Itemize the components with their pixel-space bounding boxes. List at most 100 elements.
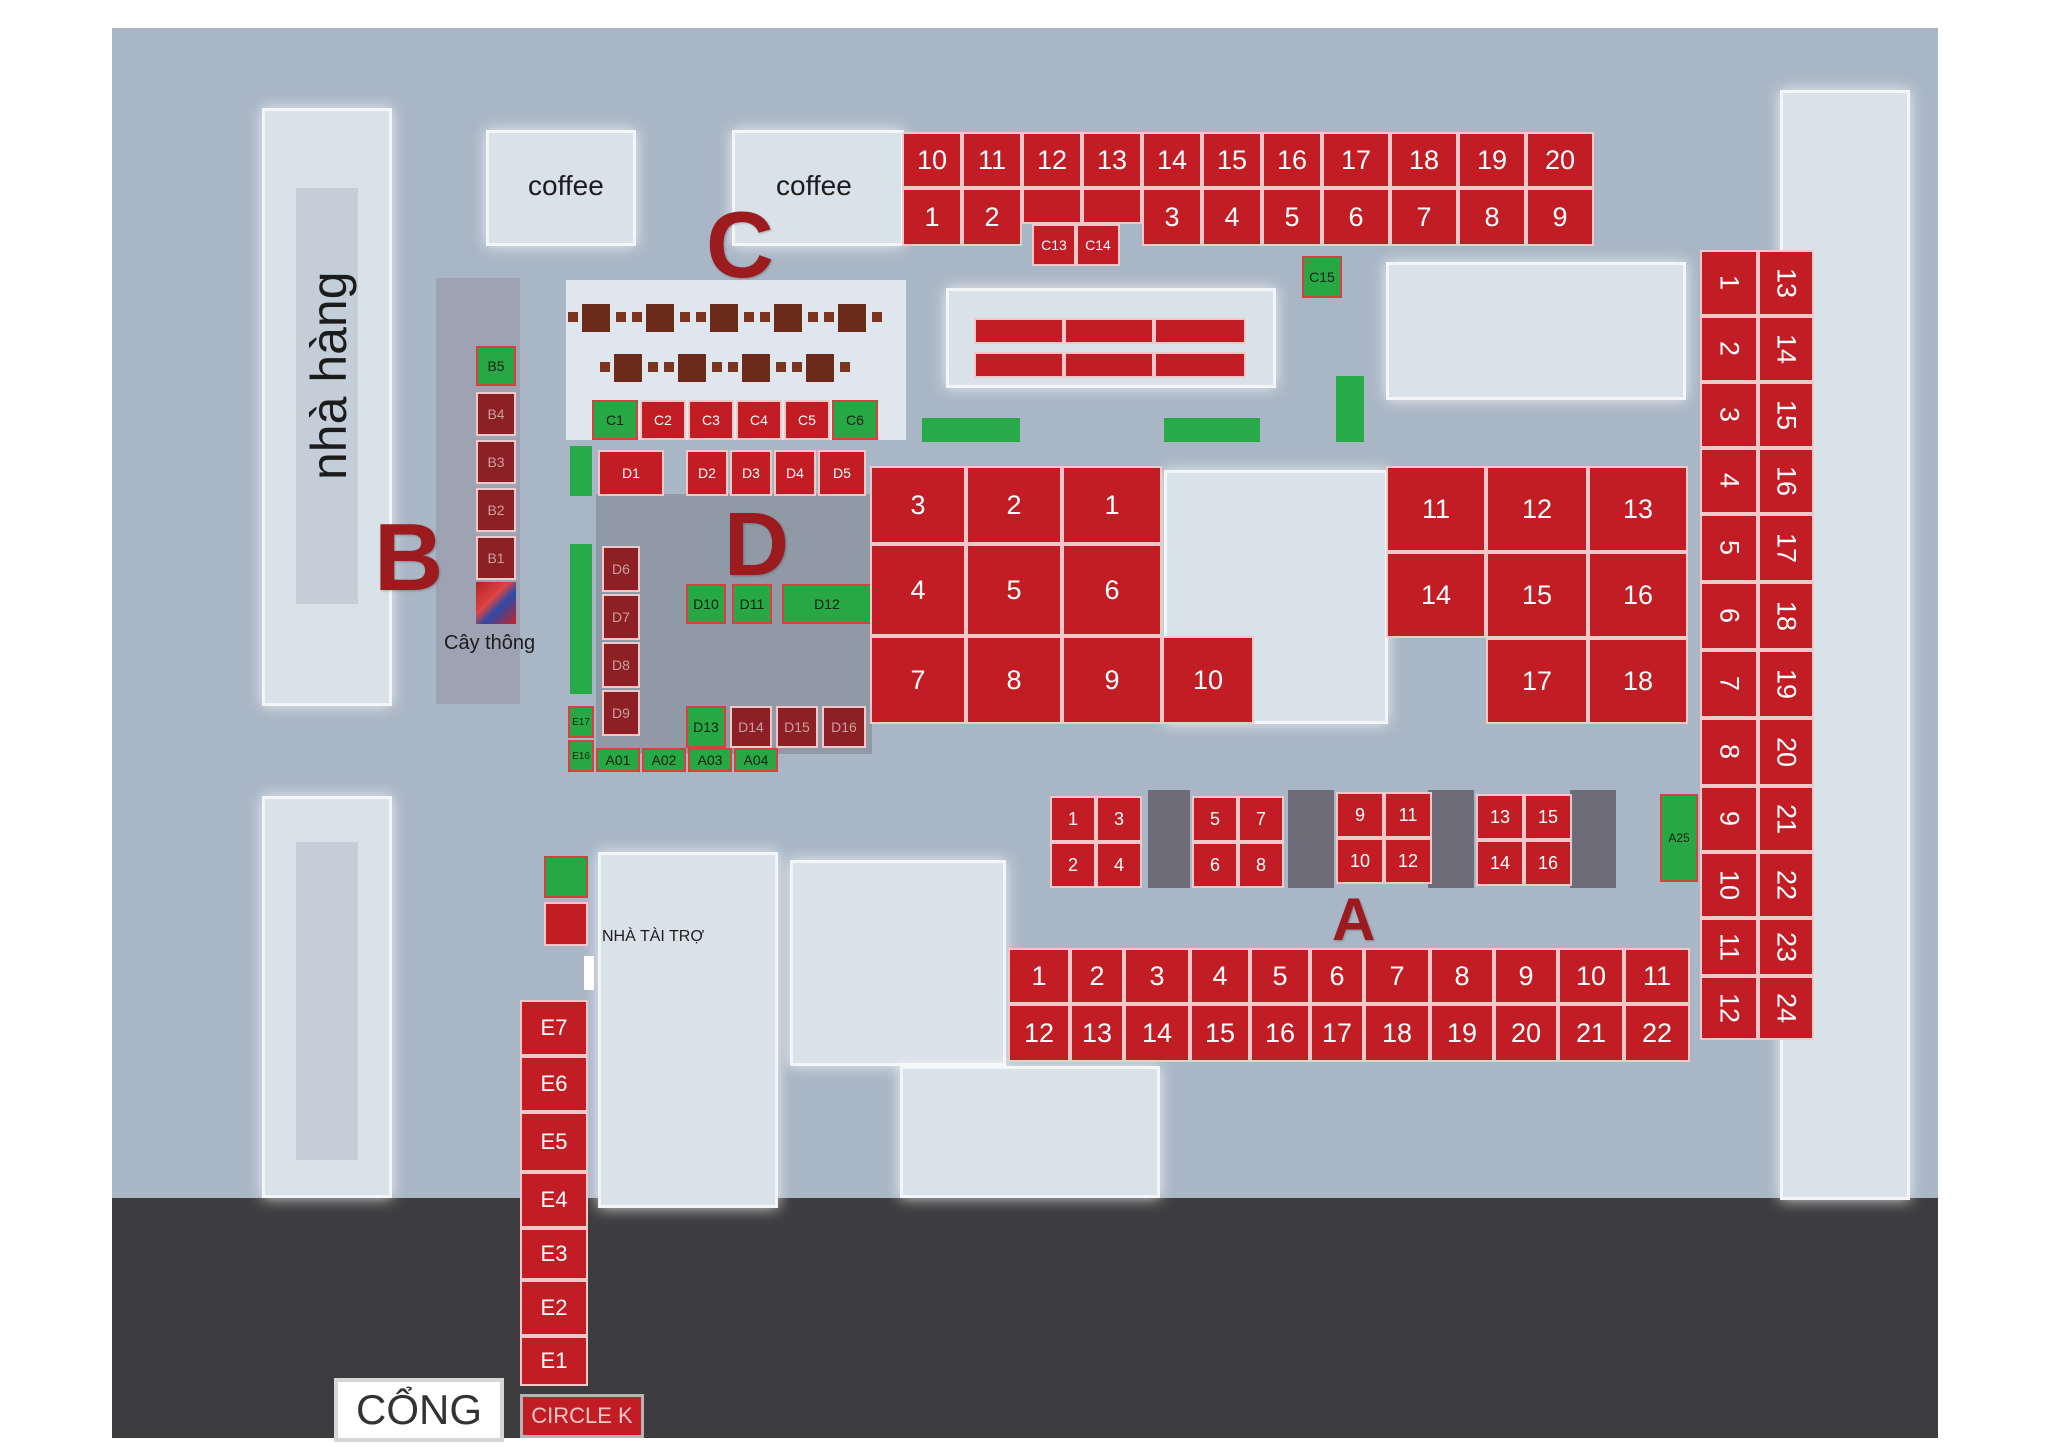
stall-right-19[interactable]: 19 [1758, 650, 1814, 718]
stall-mid-4[interactable]: 4 [1096, 842, 1142, 888]
stall-main-4[interactable]: 4 [870, 544, 966, 636]
stall-right-24[interactable]: 24 [1758, 976, 1814, 1040]
stall-e16[interactable]: E16 [568, 740, 594, 772]
stall-top-11[interactable]: 11 [962, 132, 1022, 188]
stall-mid-8[interactable]: 8 [1238, 842, 1284, 888]
planter-stall-1[interactable] [974, 318, 1064, 344]
stall-bottom-2[interactable]: 2 [1070, 948, 1124, 1004]
stall-top-7[interactable]: 7 [1390, 188, 1458, 246]
stall-top-20[interactable]: 20 [1526, 132, 1594, 188]
stall-right-5[interactable]: 5 [1700, 514, 1758, 582]
stall-d16[interactable]: D16 [822, 706, 866, 748]
stall-d2[interactable]: D2 [686, 450, 728, 496]
stall-main-10[interactable]: 10 [1162, 636, 1254, 724]
stall-right-15[interactable]: 15 [1758, 382, 1814, 448]
stall-bottom-11[interactable]: 11 [1624, 948, 1690, 1004]
stall-bottom-16[interactable]: 16 [1250, 1004, 1310, 1062]
stall-c5[interactable]: C5 [784, 400, 830, 440]
stall-mid-12[interactable]: 12 [1384, 838, 1432, 884]
stall-mid-13[interactable]: 13 [1476, 794, 1524, 840]
planter-stall-2[interactable] [1064, 318, 1154, 344]
stall-top-gap-a[interactable] [1022, 188, 1082, 224]
stall-right-21[interactable]: 21 [1758, 786, 1814, 852]
stall-main-1[interactable]: 1 [1062, 466, 1162, 544]
stall-main-9[interactable]: 9 [1062, 636, 1162, 724]
stall-main-14[interactable]: 14 [1386, 552, 1486, 638]
stall-bottom-8[interactable]: 8 [1430, 948, 1494, 1004]
stall-c6[interactable]: C6 [832, 400, 878, 440]
gate[interactable]: CỔNG [334, 1378, 504, 1442]
green-bar-4[interactable] [570, 446, 592, 496]
stall-bottom-9[interactable]: 9 [1494, 948, 1558, 1004]
stall-right-17[interactable]: 17 [1758, 514, 1814, 582]
stall-top-3[interactable]: 3 [1142, 188, 1202, 246]
stall-mid-9[interactable]: 9 [1336, 792, 1384, 838]
stall-main-5[interactable]: 5 [966, 544, 1062, 636]
stall-right-20[interactable]: 20 [1758, 718, 1814, 786]
stall-right-8[interactable]: 8 [1700, 718, 1758, 786]
stall-bottom-14[interactable]: 14 [1124, 1004, 1190, 1062]
stall-c13[interactable]: C13 [1032, 224, 1076, 266]
stall-d8[interactable]: D8 [602, 642, 640, 688]
stall-c3[interactable]: C3 [688, 400, 734, 440]
stall-d11[interactable]: D11 [732, 584, 772, 624]
stall-right-2[interactable]: 2 [1700, 316, 1758, 382]
stall-e4[interactable]: E4 [520, 1172, 588, 1228]
stall-bottom-18[interactable]: 18 [1364, 1004, 1430, 1062]
stall-d13[interactable]: D13 [686, 706, 726, 748]
stall-bottom-15[interactable]: 15 [1190, 1004, 1250, 1062]
stall-d3[interactable]: D3 [730, 450, 772, 496]
stall-d9[interactable]: D9 [602, 690, 640, 736]
stall-bottom-13[interactable]: 13 [1070, 1004, 1124, 1062]
stall-right-9[interactable]: 9 [1700, 786, 1758, 852]
stall-main-6[interactable]: 6 [1062, 544, 1162, 636]
stall-b2[interactable]: B2 [476, 488, 516, 532]
stall-a02[interactable]: A02 [642, 748, 686, 772]
stall-main-13[interactable]: 13 [1588, 466, 1688, 552]
stall-main-11[interactable]: 11 [1386, 466, 1486, 552]
stall-bottom-10[interactable]: 10 [1558, 948, 1624, 1004]
stall-bottom-4[interactable]: 4 [1190, 948, 1250, 1004]
stall-bottom-5[interactable]: 5 [1250, 948, 1310, 1004]
stall-bottom-17[interactable]: 17 [1310, 1004, 1364, 1062]
stall-main-8[interactable]: 8 [966, 636, 1062, 724]
stall-bottom-3[interactable]: 3 [1124, 948, 1190, 1004]
stall-top-4[interactable]: 4 [1202, 188, 1262, 246]
stall-right-10[interactable]: 10 [1700, 852, 1758, 918]
stall-mid-14[interactable]: 14 [1476, 840, 1524, 886]
stall-top-5[interactable]: 5 [1262, 188, 1322, 246]
stall-b1[interactable]: B1 [476, 536, 516, 580]
stall-c14[interactable]: C14 [1076, 224, 1120, 266]
stall-e1[interactable]: E1 [520, 1336, 588, 1386]
stall-top-15[interactable]: 15 [1202, 132, 1262, 188]
stall-top-gap-b[interactable] [1082, 188, 1142, 224]
stall-right-13[interactable]: 13 [1758, 250, 1814, 316]
stall-bottom-21[interactable]: 21 [1558, 1004, 1624, 1062]
stall-main-18[interactable]: 18 [1588, 638, 1688, 724]
stall-top-19[interactable]: 19 [1458, 132, 1526, 188]
green-bar-3[interactable] [1336, 376, 1364, 442]
stall-e3[interactable]: E3 [520, 1228, 588, 1280]
stall-c4[interactable]: C4 [736, 400, 782, 440]
stall-d6[interactable]: D6 [602, 546, 640, 592]
stall-bottom-6[interactable]: 6 [1310, 948, 1364, 1004]
stall-top-9[interactable]: 9 [1526, 188, 1594, 246]
stall-d15[interactable]: D15 [776, 706, 818, 748]
stall-top-2[interactable]: 2 [962, 188, 1022, 246]
stall-c1[interactable]: C1 [592, 400, 638, 440]
stall-main-12[interactable]: 12 [1486, 466, 1588, 552]
stall-right-12[interactable]: 12 [1700, 976, 1758, 1040]
stall-c15[interactable]: C15 [1302, 256, 1342, 298]
green-bar-5[interactable] [570, 544, 592, 694]
stall-main-15[interactable]: 15 [1486, 552, 1588, 638]
stall-e17[interactable]: E17 [568, 706, 594, 738]
stall-right-4[interactable]: 4 [1700, 448, 1758, 514]
stall-right-1[interactable]: 1 [1700, 250, 1758, 316]
stall-top-14[interactable]: 14 [1142, 132, 1202, 188]
stall-mid-10[interactable]: 10 [1336, 838, 1384, 884]
stall-bottom-19[interactable]: 19 [1430, 1004, 1494, 1062]
stall-top-6[interactable]: 6 [1322, 188, 1390, 246]
stall-top-12[interactable]: 12 [1022, 132, 1082, 188]
planter-stall-5[interactable] [1064, 352, 1154, 378]
stall-a03[interactable]: A03 [688, 748, 732, 772]
